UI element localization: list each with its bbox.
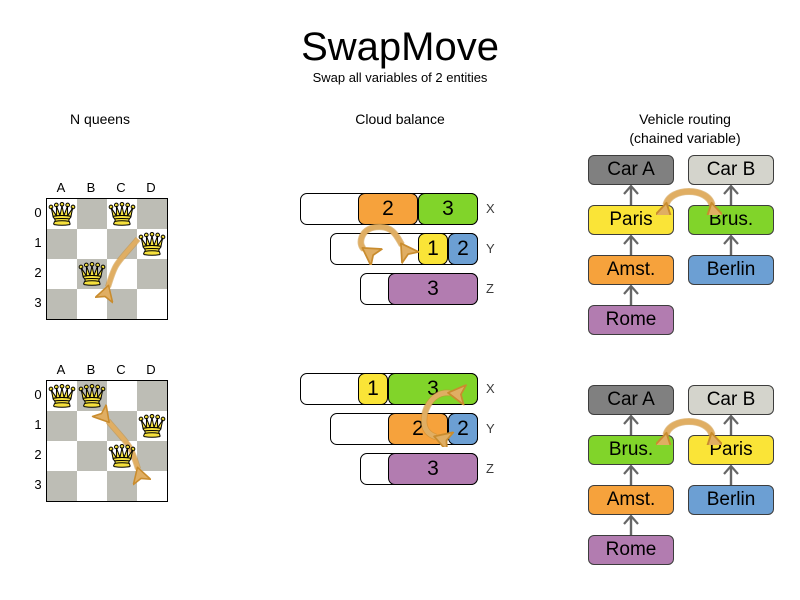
vrp-visit-brus[interactable]: Brus. — [588, 435, 674, 465]
chess-cell-A3[interactable] — [47, 289, 77, 319]
chess-cell-C1[interactable] — [107, 411, 137, 441]
cloud-computer-label-X: X — [486, 381, 495, 396]
cloud-computer-label-X: X — [486, 201, 495, 216]
cloud-process-X-2[interactable]: 3 — [388, 373, 478, 405]
chess-cell-D0[interactable] — [137, 381, 167, 411]
board-row-label-3: 3 — [34, 295, 42, 310]
vrp-vehicle-car-a[interactable]: Car A — [588, 385, 674, 415]
cloud-process-Y-1[interactable]: 1 — [418, 233, 448, 265]
vrp-visit-paris[interactable]: Paris — [588, 205, 674, 235]
chess-cell-B0[interactable] — [77, 381, 107, 411]
cloud-computer-label-Z: Z — [486, 281, 494, 296]
cloud-process-Y-1[interactable]: 2 — [388, 413, 448, 445]
cloud-process-Z-1[interactable]: 3 — [388, 453, 478, 485]
cloud-process-Y-2[interactable]: 2 — [448, 413, 478, 445]
chess-cell-A1[interactable] — [47, 411, 77, 441]
cloud-process-Y-2[interactable]: 2 — [448, 233, 478, 265]
chessboard-grid — [46, 198, 168, 320]
chess-cell-D3[interactable] — [137, 471, 167, 501]
chess-cell-B3[interactable] — [77, 289, 107, 319]
chess-cell-D1[interactable] — [137, 229, 167, 259]
chess-cell-C2[interactable] — [107, 441, 137, 471]
chess-cell-D2[interactable] — [137, 259, 167, 289]
chess-cell-B2[interactable] — [77, 441, 107, 471]
board-column-label-C: C — [116, 362, 126, 377]
chess-cell-D2[interactable] — [137, 441, 167, 471]
board-row-label-2: 2 — [34, 447, 42, 462]
chess-cell-A1[interactable] — [47, 229, 77, 259]
chess-cell-A2[interactable] — [47, 259, 77, 289]
vrp-visit-paris[interactable]: Paris — [688, 435, 774, 465]
vrp-heading-line1: Vehicle routing — [639, 111, 731, 127]
chess-cell-B2[interactable] — [77, 259, 107, 289]
nqueens-board-before: A B C D 0 1 2 3 — [30, 180, 180, 320]
board-column-label-B: B — [86, 362, 96, 377]
chess-cell-C0[interactable] — [107, 199, 137, 229]
board-row-label-3: 3 — [34, 477, 42, 492]
board-row-label-0: 0 — [34, 387, 42, 402]
vrp-vehicle-car-b[interactable]: Car B — [688, 155, 774, 185]
vrp-visit-berlin[interactable]: Berlin — [688, 485, 774, 515]
chess-cell-B3[interactable] — [77, 471, 107, 501]
chess-cell-C3[interactable] — [107, 471, 137, 501]
chess-cell-B0[interactable] — [77, 199, 107, 229]
chess-cell-C1[interactable] — [107, 229, 137, 259]
chess-cell-C3[interactable] — [107, 289, 137, 319]
board-row-label-1: 1 — [34, 417, 42, 432]
vrp-visit-berlin[interactable]: Berlin — [688, 255, 774, 285]
nqueens-board-after: A B C D 0 1 2 3 — [30, 362, 180, 502]
chess-cell-A0[interactable] — [47, 381, 77, 411]
board-row-label-1: 1 — [34, 235, 42, 250]
chess-cell-D1[interactable] — [137, 411, 167, 441]
chess-cell-A2[interactable] — [47, 441, 77, 471]
cloud-process-Z-1[interactable]: 3 — [388, 273, 478, 305]
vrp-visit-amst[interactable]: Amst. — [588, 485, 674, 515]
chess-cell-B1[interactable] — [77, 229, 107, 259]
column-heading-vehicle-routing: Vehicle routing (chained variable) — [580, 110, 790, 148]
chess-cell-D0[interactable] — [137, 199, 167, 229]
cloud-process-X-1[interactable]: 2 — [358, 193, 418, 225]
column-heading-nqueens: N queens — [70, 111, 130, 127]
chess-cell-C2[interactable] — [107, 259, 137, 289]
cloud-computer-label-Y: Y — [486, 241, 495, 256]
cloud-computer-label-Y: Y — [486, 421, 495, 436]
vrp-heading-line2: (chained variable) — [629, 130, 741, 146]
chess-cell-B1[interactable] — [77, 411, 107, 441]
vrp-vehicle-car-b[interactable]: Car B — [688, 385, 774, 415]
board-column-label-C: C — [116, 180, 126, 195]
vrp-visit-brus[interactable]: Brus. — [688, 205, 774, 235]
vrp-visit-rome[interactable]: Rome — [588, 305, 674, 335]
page-subtitle: Swap all variables of 2 entities — [312, 70, 488, 85]
board-column-label-D: D — [146, 180, 156, 195]
board-row-label-2: 2 — [34, 265, 42, 280]
vrp-visit-amst[interactable]: Amst. — [588, 255, 674, 285]
chess-cell-D3[interactable] — [137, 289, 167, 319]
board-column-label-A: A — [56, 180, 66, 195]
board-row-label-0: 0 — [34, 205, 42, 220]
chess-cell-A0[interactable] — [47, 199, 77, 229]
chess-cell-A3[interactable] — [47, 471, 77, 501]
cloud-computer-label-Z: Z — [486, 461, 494, 476]
page-title: SwapMove — [301, 25, 499, 69]
board-column-label-A: A — [56, 362, 66, 377]
chess-cell-C0[interactable] — [107, 381, 137, 411]
cloud-process-X-1[interactable]: 1 — [358, 373, 388, 405]
board-column-label-D: D — [146, 362, 156, 377]
cloud-process-X-2[interactable]: 3 — [418, 193, 478, 225]
vrp-visit-rome[interactable]: Rome — [588, 535, 674, 565]
board-column-label-B: B — [86, 180, 96, 195]
chessboard-grid — [46, 380, 168, 502]
column-heading-cloud-balance: Cloud balance — [355, 111, 445, 127]
vrp-vehicle-car-a[interactable]: Car A — [588, 155, 674, 185]
